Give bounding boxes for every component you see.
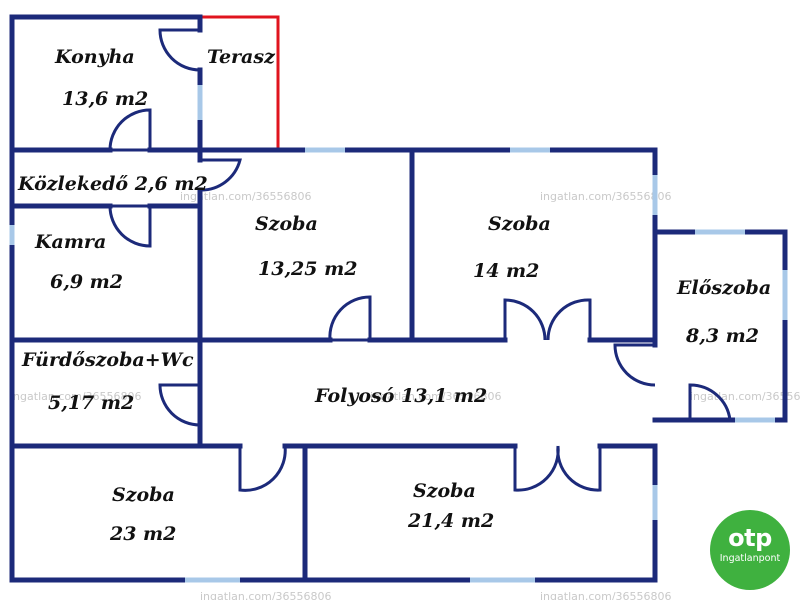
logo-brand: otp [728,524,772,552]
watermarks: ingatlan.com/36556806 ingatlan.com/36556… [10,190,800,600]
room-area-szoba-1: 13,25 m2 [258,258,357,280]
room-name-terasz: Terasz [207,46,276,68]
room-name-furdoszoba: Fürdőszoba+Wc [21,349,194,371]
room-name-konyha: Konyha [54,46,135,68]
room-area-szoba-2: 14 m2 [473,260,539,282]
doors [108,28,732,492]
watermark: ingatlan.com/36556806 [10,390,142,403]
terrace-wall [200,15,280,150]
room-labels: Konyha 13,6 m2 Terasz Közlekedő 2,6 m2 K… [17,46,771,545]
room-area-kamra: 6,9 m2 [50,271,123,293]
room-area-szoba-3: 23 m2 [109,523,176,545]
room-name-folyoso: Folyosó 13,1 m2 [314,385,487,407]
watermark: ingatlan.com/36556806 [180,190,312,203]
room-name-szoba-1: Szoba [255,213,318,235]
room-name-kozlekedo: Közlekedő 2,6 m2 [17,173,208,195]
watermark: ingatlan.com/36556806 [540,590,672,600]
room-name-szoba-2: Szoba [488,213,551,235]
windows [9,85,788,583]
room-area-furdoszoba: 5,17 m2 [48,392,134,414]
logo-subtitle: Ingatlanpont [719,553,781,564]
room-area-konyha: 13,6 m2 [62,88,148,110]
room-name-eloszoba: Előszoba [676,277,771,299]
room-name-kamra: Kamra [34,231,106,253]
watermark: ingatlan.com/36556806 [370,390,502,403]
room-area-szoba-4: 21,4 m2 [407,510,494,532]
watermark: ingatlan.com/36556806 [690,390,800,403]
room-area-eloszoba: 8,3 m2 [685,325,759,347]
room-name-szoba-4: Szoba [413,480,476,502]
room-name-szoba-3: Szoba [112,484,175,506]
watermark: ingatlan.com/36556806 [200,590,332,600]
watermark: ingatlan.com/36556806 [540,190,672,203]
otp-logo: otp Ingatlanpont [710,510,790,590]
